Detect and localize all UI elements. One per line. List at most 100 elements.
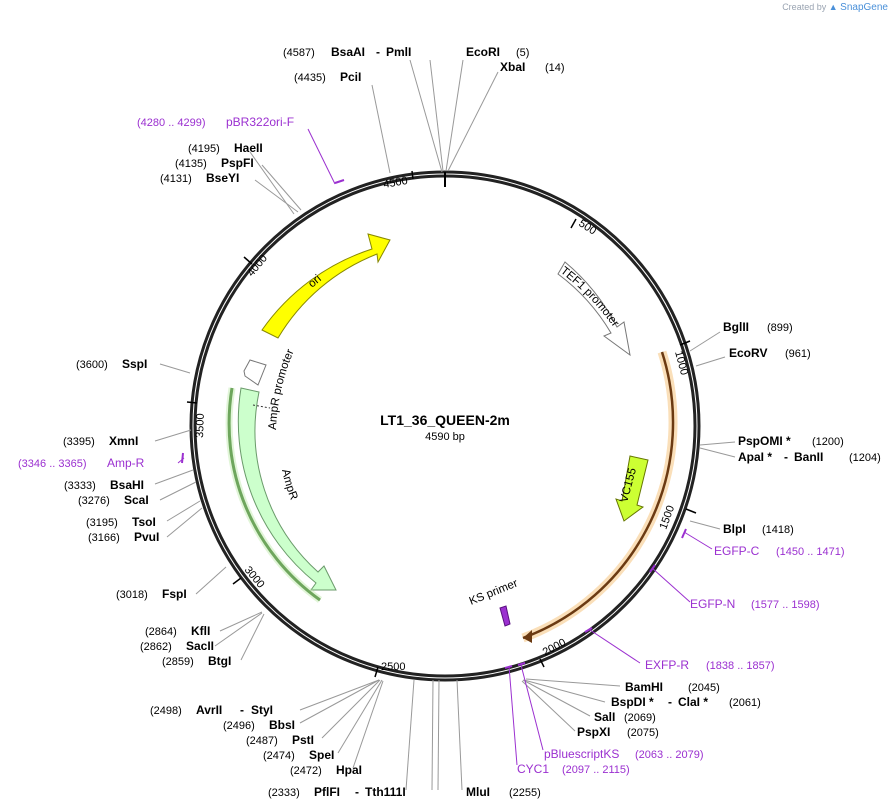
site-bbsi-name: BbsI [269,718,295,732]
feature-ampr-inner-arc [227,387,321,602]
site-blpi[interactable]: BlpI (1418) [723,522,794,536]
site-xbai[interactable]: XbaI (14) [500,60,565,74]
site-bsaai-sep: - [376,45,380,59]
site-hpai-name: HpaI [336,763,362,777]
site-kfli[interactable]: (2864) KflI [145,624,210,638]
site-pspxi-pos: (2075) [627,727,659,739]
feature-ampr-arrow[interactable] [237,387,337,591]
site-pcii[interactable]: (4435) PciI [294,70,361,84]
site-mlui-name: MluI [466,785,490,799]
primer-pbluescriptks-name: pBluescriptKS [544,747,619,761]
site-fspi[interactable]: (3018) FspI [116,587,187,601]
site-bsahi-pos: (3333) [64,480,96,492]
site-btgi-pos: (2859) [162,656,194,668]
primer-leaders [177,128,713,766]
site-ecorv[interactable]: EcoRV (961) [729,346,811,360]
site-avrii-pos: (2498) [150,705,182,717]
site-ecori[interactable]: EcoRI (5) [466,45,529,59]
site-bbsi[interactable]: (2496) BbsI [223,718,295,732]
site-pspomi-name: PspOMI * [738,434,791,448]
feature-vc155-arrow[interactable] [615,455,649,522]
site-bsaai-pos: (4587) [283,47,315,59]
site-sspi-name: SspI [122,357,147,371]
site-sacii[interactable]: (2862) SacII [140,639,214,653]
site-bglii[interactable]: BglII (899) [723,320,793,334]
site-apai[interactable]: ApaI * - BanII (1204) [738,450,881,464]
plasmid-name: LT1_36_QUEEN-2m [380,412,510,428]
feature-ks-primer-label: KS primer [468,577,520,607]
site-tsoi[interactable]: (3195) TsoI [86,515,156,529]
site-scai[interactable]: (3276) ScaI [78,493,149,507]
site-avrii-sep: - [240,703,244,717]
site-scai-pos: (3276) [78,495,110,507]
site-bspdi-extra: ClaI * [678,695,708,709]
site-mlui[interactable]: MluI (2255) [466,785,541,799]
site-spei-name: SpeI [309,748,334,762]
site-psti-name: PstI [292,733,314,747]
primer-cyc1[interactable]: CYC1 (2097 .. 2115) [517,762,630,776]
site-xbai-pos: (14) [545,62,565,74]
site-blpi-name: BlpI [723,522,746,536]
primer-exfp-r[interactable]: EXFP-R (1838 .. 1857) [645,658,775,672]
site-btgi[interactable]: (2859) BtgI [162,654,231,668]
site-fspi-name: FspI [162,587,187,601]
site-pvui-pos: (3166) [88,532,120,544]
primer-egfp-n-range: (1577 .. 1598) [751,599,820,611]
site-bamhi[interactable]: BamHI (2045) [625,680,720,694]
site-haeii-name: HaeII [234,141,263,155]
site-pspxi[interactable]: PspXI (2075) [577,725,659,739]
site-sspi-pos: (3600) [76,359,108,371]
site-haeii-pos: (4195) [188,143,220,155]
site-btgi-name: BtgI [208,654,231,668]
site-sali[interactable]: SalI (2069) [594,710,656,724]
site-sspi[interactable]: (3600) SspI [76,357,147,371]
site-bseyi[interactable]: (4131) BseYI [160,171,239,185]
site-psti[interactable]: (2487) PstI [246,733,314,747]
feature-tef1-label: TEF1 promoter [558,265,621,329]
tick-label-4000: 4000 [245,252,270,278]
site-pspomi-pos: (1200) [812,436,844,448]
primer-egfp-c[interactable]: EGFP-C (1450 .. 1471) [714,544,845,558]
site-pspfi[interactable]: (4135) PspFI [175,156,254,170]
site-xmni-pos: (3395) [63,436,95,448]
feature-tef1-textpath: TEF1 promoter [558,265,621,329]
feature-amprprom-arrow[interactable] [243,359,267,386]
site-pspxi-name: PspXI [577,725,610,739]
feature-amprprom-textpath: AmpR promoter [267,347,297,430]
site-kfli-pos: (2864) [145,626,177,638]
site-pvui[interactable]: (3166) PvuI [88,530,159,544]
feature-ks-primer-arrow[interactable] [499,605,511,627]
site-apai-name: ApaI * [738,450,772,464]
site-sali-pos: (2069) [624,712,656,724]
site-haeii[interactable]: (4195) HaeII [188,141,263,155]
plasmid-length: 4590 bp [425,431,465,443]
feature-orange-arc-glow [521,350,678,643]
site-ecori-name: EcoRI [466,45,500,59]
site-leaders [154,59,736,791]
site-apai-sep: - [784,450,788,464]
site-pflfi-sep: - [355,785,359,799]
site-blpi-pos: (1418) [762,524,794,536]
site-bspdi-pos: (2061) [729,697,761,709]
primer-amp-r[interactable]: (3346 .. 3365) Amp-R [18,456,145,470]
site-ecori-pos: (5) [516,47,529,59]
site-avrii[interactable]: (2498) AvrII - StyI [150,703,273,717]
feature-tef1-arrow[interactable] [557,261,631,357]
primer-pbluescriptks[interactable]: pBluescriptKS (2063 .. 2079) [544,747,704,761]
site-pspomi[interactable]: PspOMI * (1200) [738,434,844,448]
site-pflfi[interactable]: (2333) PflFI - Tth111I [268,785,406,799]
site-bspdi-name: BspDI * [611,695,654,709]
feature-ori-arrow[interactable] [261,233,391,339]
site-hpai[interactable]: (2472) HpaI [290,763,362,777]
site-spei[interactable]: (2474) SpeI [263,748,334,762]
site-xmni[interactable]: (3395) XmnI [63,434,138,448]
site-pspfi-pos: (4135) [175,158,207,170]
site-bsahi[interactable]: (3333) BsaHI [64,478,144,492]
site-bsaai[interactable]: (4587) BsaAI - PmlI [283,45,411,59]
site-kfli-name: KflI [191,624,210,638]
tick-label-2500: 2500 [381,661,405,673]
site-bspdi[interactable]: BspDI * - ClaI * (2061) [611,695,761,709]
feature-amprprom-label: AmpR promoter [267,347,297,430]
primer-egfp-n[interactable]: EGFP-N (1577 .. 1598) [690,597,820,611]
primer-pbr322ori-f[interactable]: (4280 .. 4299) pBR322ori-F [137,115,294,129]
